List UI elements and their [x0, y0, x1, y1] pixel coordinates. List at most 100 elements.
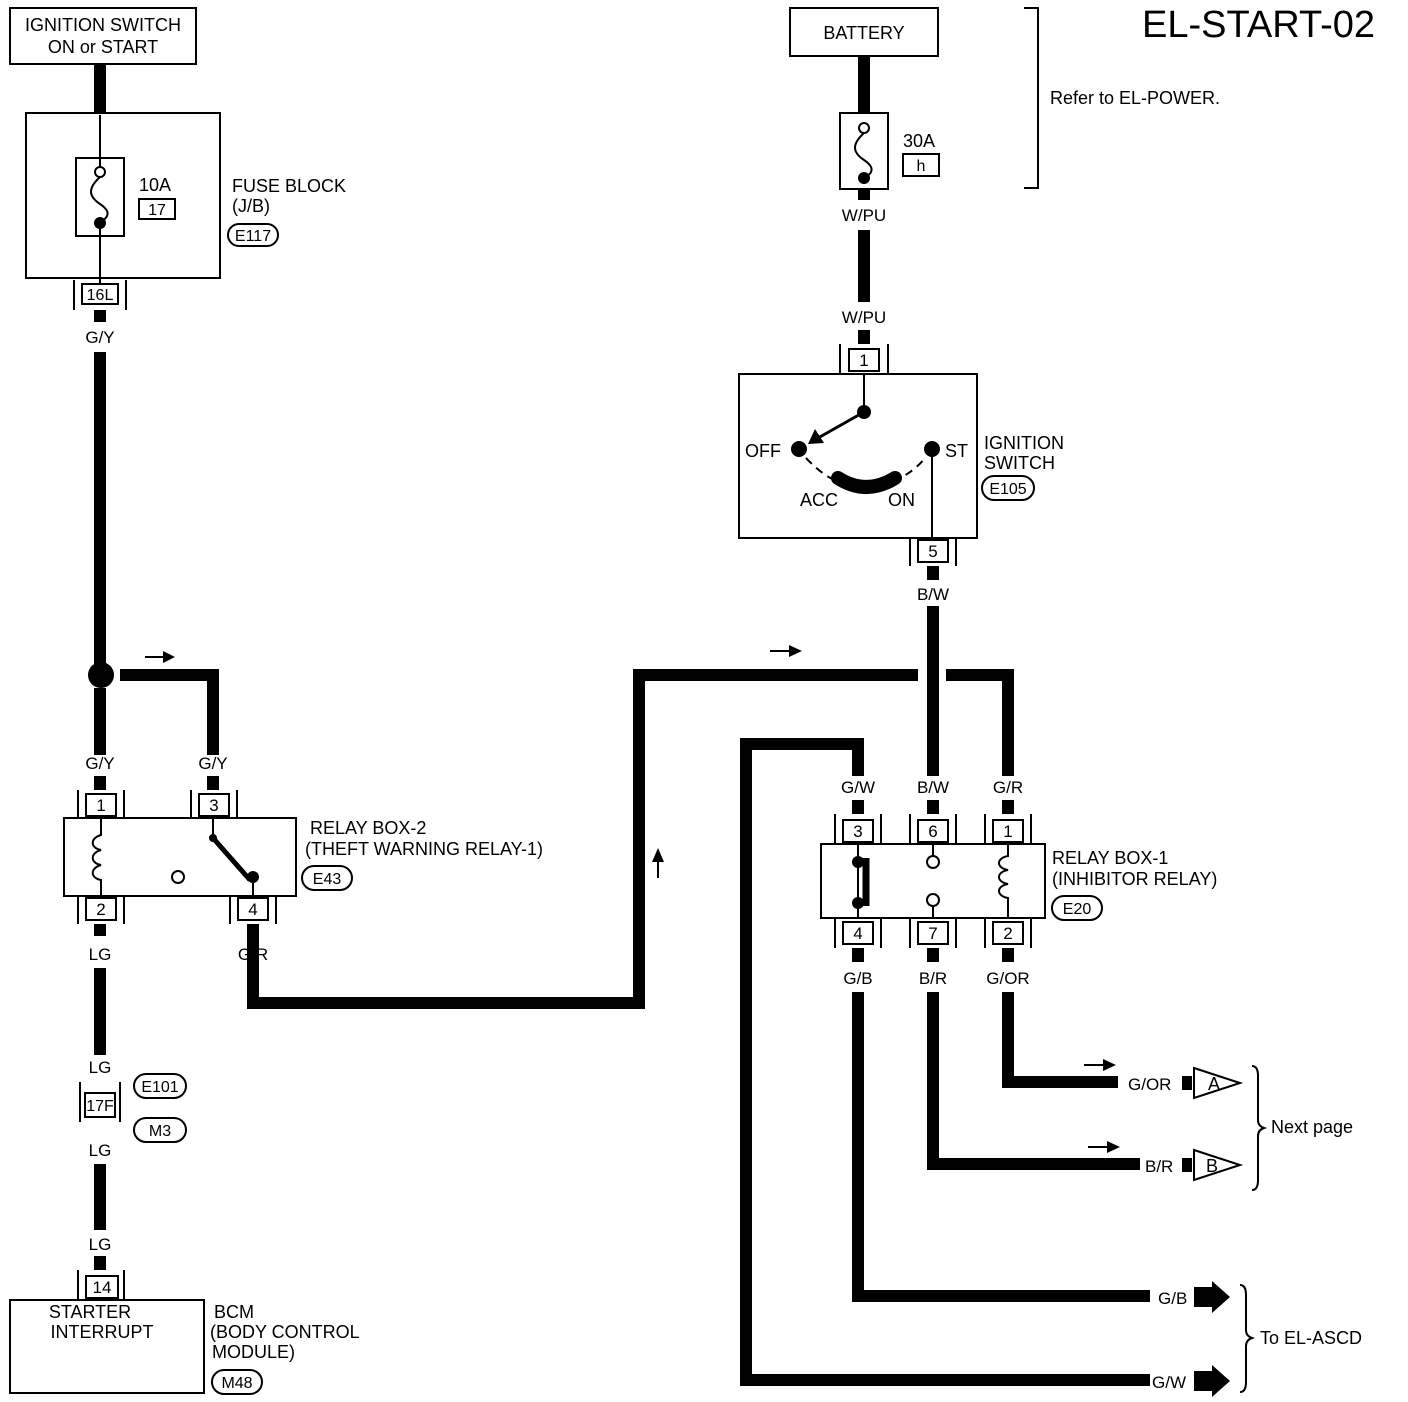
ign-pin1-box [848, 348, 880, 372]
joint-17f-label: 17F [86, 1098, 114, 1115]
wire-lg-3: LG [89, 1141, 112, 1160]
connector-e20-label: E20 [1063, 901, 1092, 918]
ign-pin5-bracket [909, 538, 957, 566]
rb2-pin2-bracket [77, 896, 125, 924]
rb1-pin6-box [917, 819, 949, 843]
output-gw-arrow [1194, 1365, 1230, 1397]
connector-m3-label: M3 [149, 1123, 171, 1140]
wire-gy-left-label: G/Y [85, 754, 114, 773]
ignition-source-line2: ON or START [48, 37, 158, 57]
joint-17f-box [84, 1092, 116, 1118]
output-b-triangle [1193, 1148, 1244, 1182]
fuse-30a-terminal-top [858, 122, 870, 134]
wire-gb-relay: G/B [843, 969, 872, 988]
rb2-pin4-bracket [229, 896, 277, 924]
rb2-pin1-box [85, 793, 117, 817]
output-b-tag: B [1206, 1156, 1218, 1176]
flow-arrow-gor [1103, 1059, 1116, 1071]
wire-wpu-top: W/PU [842, 206, 886, 225]
connector-e101 [133, 1073, 187, 1099]
bcm-box [9, 1299, 205, 1394]
ign-pos-on: ON [888, 490, 915, 510]
flow-arrow-2 [789, 645, 802, 657]
wire-gr-relay: G/R [993, 778, 1023, 797]
rb2-pin4: 4 [248, 900, 257, 919]
output-gb-label: G/B [1158, 1289, 1187, 1308]
rb1-pin3-box [842, 819, 874, 843]
connector-m3 [133, 1117, 187, 1143]
output-a-tag: A [1208, 1074, 1220, 1094]
connector-m48-label: M48 [221, 1375, 252, 1392]
fuse-10a-symbol [90, 176, 109, 223]
ignition-source-box [9, 7, 197, 65]
wire-gb-out [852, 992, 1150, 1302]
fuse-terminal-top [94, 166, 106, 178]
wire-lg-2: LG [89, 1058, 112, 1077]
wire-bw-relay: B/W [917, 778, 949, 797]
connector-e105-label: E105 [989, 481, 1026, 498]
fuse-10a-rating: 10A [139, 175, 171, 195]
diagram-title: EL-START-02 [1142, 4, 1375, 46]
wire-gr-crossover [247, 669, 918, 1009]
rb1-pin1: 1 [1003, 822, 1012, 841]
output-gb-arrow [1194, 1281, 1230, 1313]
relay-box-1-sub: (INHIBITOR RELAY) [1052, 869, 1217, 889]
rb1-coil [998, 844, 1009, 918]
bcm-pin-bracket [77, 1270, 125, 1300]
wire-wpu-bottom: W/PU [842, 308, 886, 327]
fuse-h-letter: h [917, 158, 926, 175]
rb2-switch-arm [211, 836, 252, 882]
fuse-17-number: 17 [148, 202, 166, 219]
rb1-pin6: 6 [928, 822, 937, 841]
bcm-sub-1: (BODY CONTROL [210, 1322, 360, 1342]
pin-16l-box [81, 283, 119, 305]
relay-box-2 [63, 817, 297, 897]
connector-e101-label: E101 [141, 1079, 178, 1096]
fuse-17-box [138, 198, 176, 220]
ign-pin1: 1 [859, 351, 868, 370]
connector-e43-label: E43 [313, 871, 342, 888]
bcm-pin-14: 14 [93, 1278, 112, 1297]
rb2-contact-open [171, 870, 185, 884]
wire-br-relay: B/R [919, 969, 947, 988]
ign-rotor-arrowhead [808, 429, 824, 444]
ign-pin5: 5 [928, 542, 937, 561]
rb2-pin4-box [237, 897, 269, 921]
rb1-pin2: 2 [1003, 924, 1012, 943]
next-page-label: Next page [1271, 1117, 1353, 1137]
ign-rotor-arm [817, 410, 865, 440]
relay-box-1-label: RELAY BOX-1 [1052, 848, 1168, 868]
rb1-contact-a-top [852, 856, 864, 868]
output-a-triangle [1193, 1066, 1244, 1100]
flow-arrow-up [652, 848, 664, 862]
rb1-contact-b-bottom [926, 893, 940, 907]
rb2-pin2-box [85, 897, 117, 921]
joint-17f-bracket [79, 1082, 121, 1122]
ign-pos-acc: ACC [800, 490, 838, 510]
bcm-label: BCM [214, 1302, 254, 1322]
rb1-pin7: 7 [928, 924, 937, 943]
rb1-pin1-bracket [984, 814, 1032, 844]
ign-arc-left [805, 457, 841, 483]
rb1-pin2-box [992, 921, 1024, 945]
fuse-block-label: FUSE BLOCK [232, 176, 346, 196]
battery-label: BATTERY [823, 23, 904, 43]
fuse-30a-rating: 30A [903, 131, 935, 151]
wire-gw-relay: G/W [841, 778, 875, 797]
rb1-pin1-box [992, 819, 1024, 843]
ign-pos-off: OFF [745, 441, 781, 461]
wire-gy-branch [120, 669, 219, 755]
ignition-source-line1: IGNITION SWITCH [25, 15, 181, 35]
connector-e43 [301, 865, 353, 891]
el-power-bracket [1024, 7, 1039, 189]
output-br-label: B/R [1145, 1157, 1173, 1176]
connector-e20 [1051, 895, 1103, 921]
connector-e117 [227, 223, 279, 247]
ign-pin5-box [917, 539, 949, 563]
connector-m48 [211, 1369, 263, 1395]
to-ascd-label: To EL-ASCD [1260, 1328, 1362, 1348]
rb1-contact-a-bottom [852, 897, 864, 909]
rb1-pin4: 4 [853, 924, 862, 943]
rb1-pin4-box [842, 921, 874, 945]
